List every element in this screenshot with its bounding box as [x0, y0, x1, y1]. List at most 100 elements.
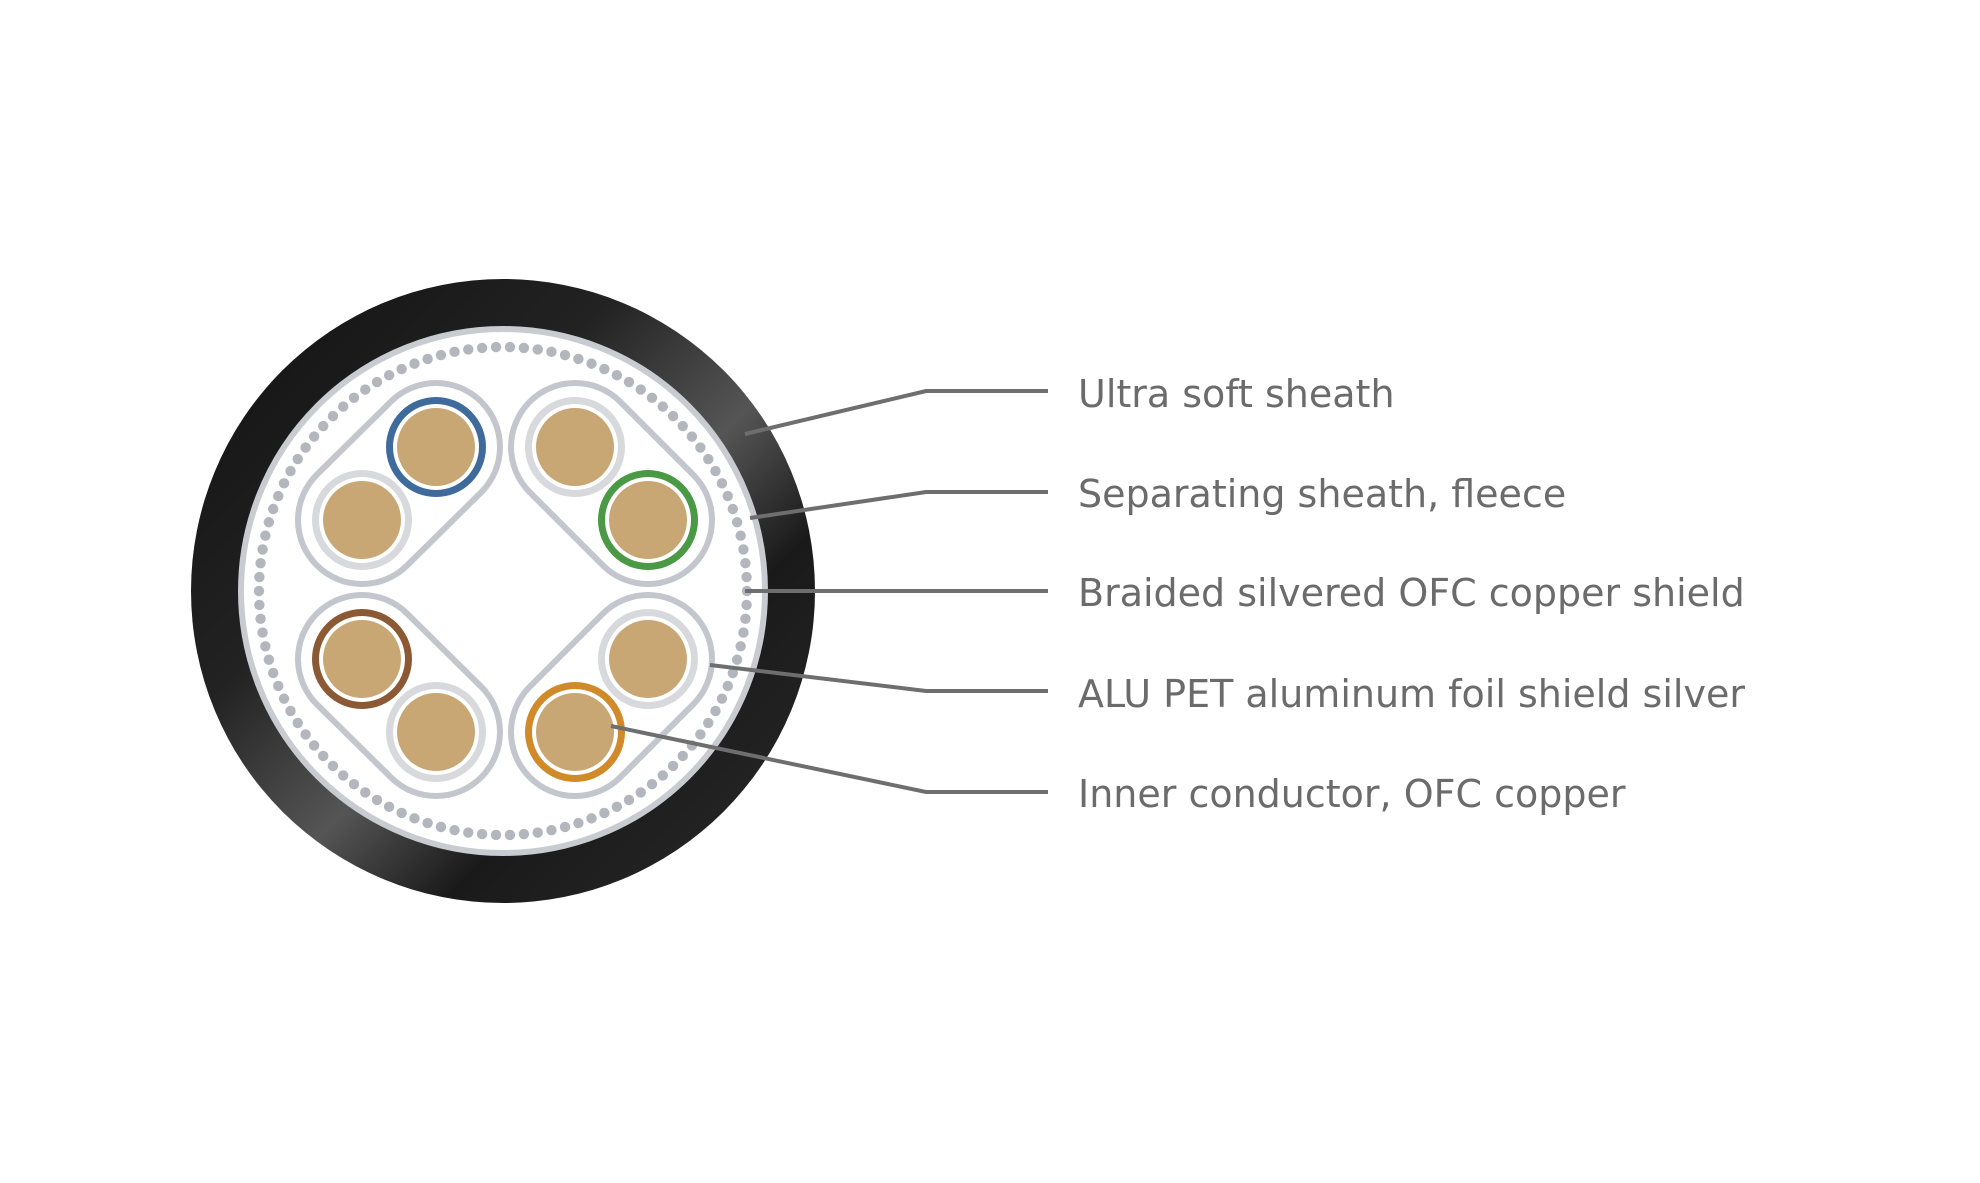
braid-strand — [263, 517, 275, 528]
label-braided-shield: Braided silvered OFC copper shield — [1078, 571, 1745, 615]
braid-strand — [657, 770, 668, 781]
braid-strand — [476, 342, 488, 354]
braid-strand — [546, 346, 557, 358]
braid-strand — [703, 453, 714, 465]
label-inner-conductor: Inner conductor, OFC copper — [1078, 772, 1626, 816]
label-ultra-soft-sheath: Ultra soft sheath — [1078, 372, 1395, 416]
braid-strand — [599, 363, 610, 375]
label-foil-shield: ALU PET aluminum foil shield silver — [1078, 672, 1745, 716]
braid-strand — [646, 392, 658, 403]
braid-strand — [727, 667, 739, 679]
braid-strand — [308, 431, 320, 442]
braid-strand — [318, 750, 329, 762]
braid-strand — [260, 641, 271, 652]
braid-strand — [396, 807, 407, 819]
leader-line-sheath — [744, 389, 1048, 436]
braid-strand — [360, 384, 371, 395]
twisted-pairs — [295, 380, 715, 799]
braid-strand — [338, 401, 349, 412]
braid-strand — [611, 801, 623, 813]
braid-strand — [263, 654, 275, 665]
braid-strand — [348, 392, 360, 403]
braid-strand — [476, 828, 488, 840]
braid-strand — [338, 770, 349, 781]
braid-strand — [586, 358, 597, 369]
braid-strand — [646, 779, 658, 790]
braid-strand — [677, 420, 688, 432]
braid-strand — [710, 465, 721, 477]
braid-strand — [667, 760, 679, 772]
braid-strand — [677, 750, 688, 762]
braid-strand — [318, 420, 329, 432]
braid-strand — [546, 824, 557, 836]
braid-strand — [722, 680, 733, 692]
twisted-pair — [295, 592, 503, 799]
braid-strand — [253, 585, 265, 597]
braid-strand — [327, 760, 339, 772]
twisted-pair — [295, 380, 503, 587]
braid-strand — [348, 779, 360, 790]
leader-line-fleece — [749, 490, 1048, 520]
braid-strand — [257, 627, 268, 638]
copper-conductor — [323, 481, 401, 559]
braid-strand — [586, 813, 597, 824]
braid-strand — [518, 342, 530, 354]
braid-strand — [292, 453, 303, 465]
braid-strand — [740, 613, 751, 625]
braid-strand — [532, 827, 543, 838]
braid-strand — [422, 353, 433, 365]
braid-strand — [504, 341, 516, 353]
braid-strand — [292, 717, 303, 729]
braid-strand — [738, 544, 749, 555]
braid-strand — [285, 465, 296, 477]
braid-strand — [260, 530, 271, 541]
leader-line-conductor — [610, 724, 1048, 794]
braid-strand — [735, 530, 746, 541]
braid-strand — [449, 824, 460, 836]
braid-strand — [273, 490, 284, 502]
copper-conductor — [609, 481, 687, 559]
braid-strand — [308, 740, 320, 751]
braid-strand — [278, 693, 290, 704]
braid-strand — [667, 410, 679, 422]
braid-strand — [635, 787, 646, 798]
braid-strand — [559, 349, 571, 361]
copper-conductor — [397, 408, 475, 486]
braid-strand — [490, 341, 502, 353]
braid-strand — [518, 828, 530, 840]
braid-strand — [731, 654, 743, 665]
braid-strand — [371, 376, 383, 388]
braid-strand — [422, 817, 433, 829]
braid-strand — [409, 358, 420, 369]
braid-strand — [327, 410, 339, 422]
braid-strand — [273, 680, 284, 692]
braid-strand — [735, 641, 746, 652]
braid-strand — [573, 353, 584, 365]
braid-strand — [657, 401, 668, 412]
copper-conductor — [536, 408, 614, 486]
braid-strand — [741, 571, 752, 583]
braid-strand — [435, 349, 447, 361]
twisted-pair — [508, 380, 715, 587]
braid-strand — [300, 729, 311, 740]
leader-line-foil — [709, 663, 1048, 693]
braid-strand — [267, 667, 279, 679]
braid-strand — [504, 829, 516, 841]
braid-strand — [703, 717, 714, 729]
braid-strand — [360, 787, 371, 798]
braid-strand — [716, 693, 728, 704]
braid-strand — [409, 813, 420, 824]
braid-strand — [741, 599, 752, 611]
braid-strand — [731, 517, 743, 528]
label-separating-sheath: Separating sheath, fleece — [1078, 472, 1566, 516]
braid-strand — [278, 478, 290, 489]
braid-strand — [383, 801, 395, 813]
braid-strand — [611, 369, 623, 381]
braid-strand — [257, 544, 268, 555]
braid-strand — [532, 344, 543, 355]
braid-strand — [255, 613, 266, 625]
braid-strand — [727, 503, 739, 515]
separating-sheath — [238, 326, 768, 856]
